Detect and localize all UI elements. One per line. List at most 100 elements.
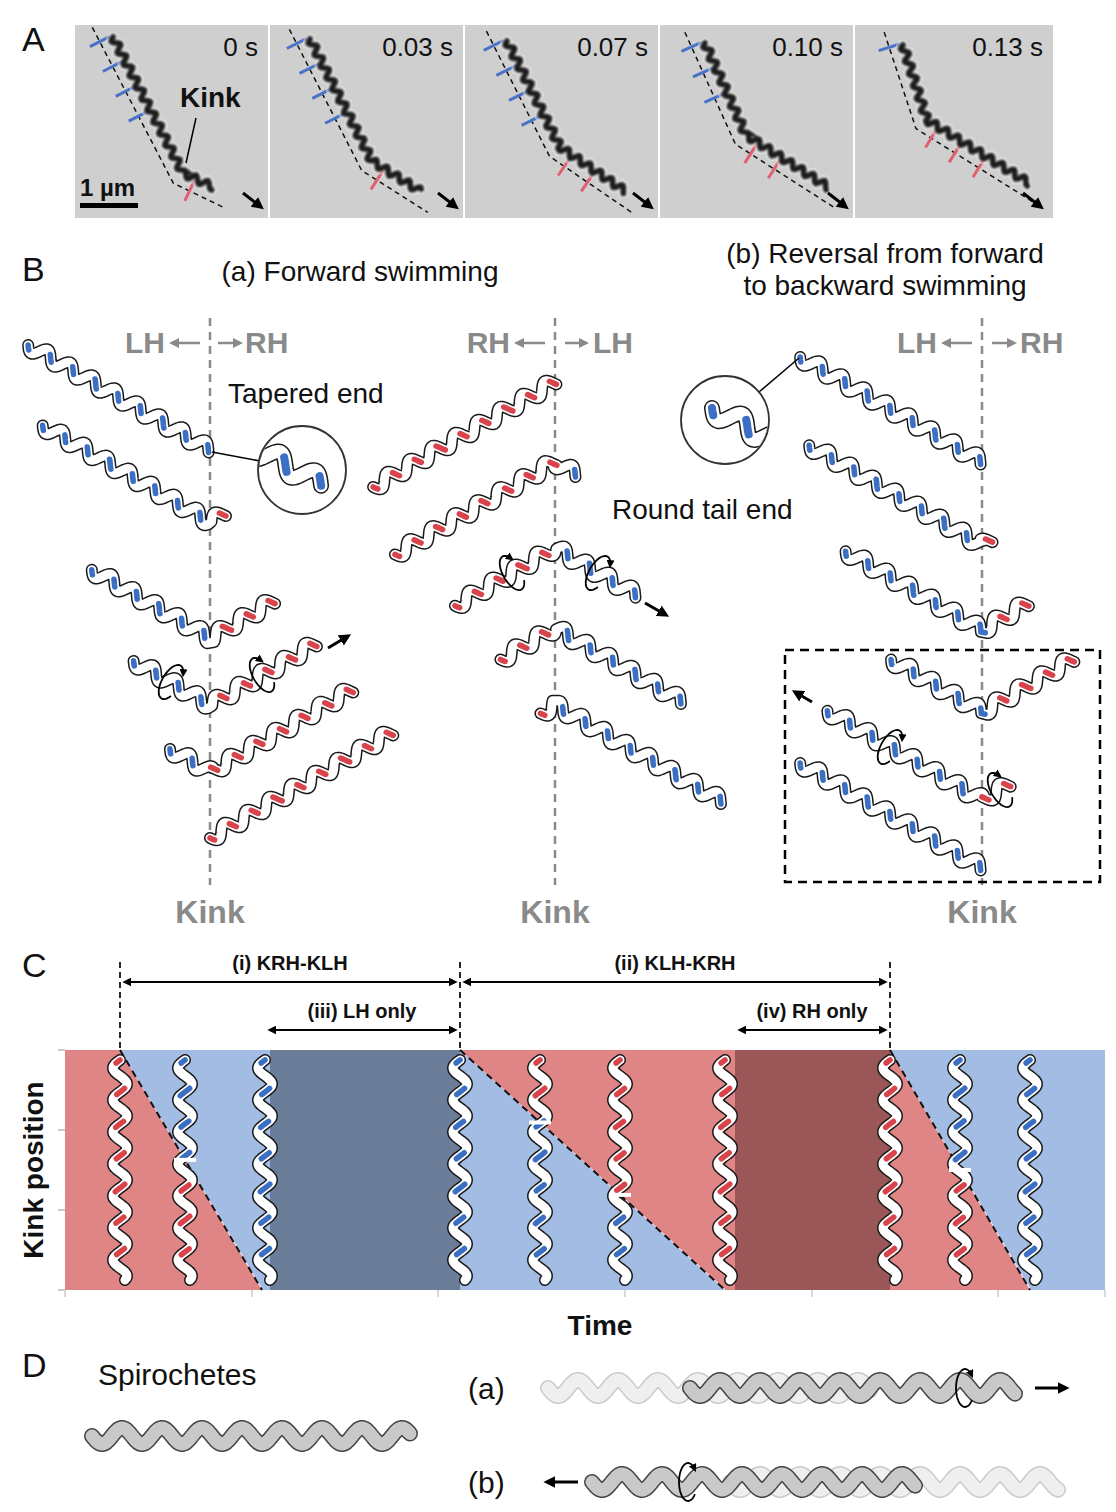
time-stamp: 0.10 s bbox=[772, 33, 843, 63]
cell-body bbox=[1023, 1060, 1037, 1280]
leader-line bbox=[212, 452, 260, 461]
helix-stripe bbox=[1046, 672, 1053, 675]
helix-stripe bbox=[110, 459, 111, 469]
cell bbox=[1023, 1060, 1037, 1280]
helix-stripe bbox=[301, 715, 308, 718]
helix-stripe bbox=[1027, 1088, 1035, 1094]
helix-stripe bbox=[319, 771, 326, 774]
helix-stripe bbox=[956, 1121, 964, 1127]
helix-stripe bbox=[536, 1218, 544, 1224]
helix-stripe bbox=[549, 381, 556, 384]
helix-stripe bbox=[260, 1184, 269, 1191]
helix-stripe bbox=[175, 682, 181, 690]
cell-outline bbox=[178, 1060, 192, 1280]
helix-stripe bbox=[1000, 616, 1007, 619]
cell-body bbox=[178, 1060, 192, 1280]
cell-outline bbox=[883, 1060, 897, 1280]
cell-body bbox=[718, 1060, 732, 1280]
helix-stripe bbox=[262, 1088, 270, 1094]
helix-stripe bbox=[536, 1249, 544, 1255]
cell-outline bbox=[533, 1060, 547, 1280]
helix-stripe bbox=[456, 1153, 464, 1159]
helix-stripe bbox=[436, 446, 445, 450]
rotation-arrow bbox=[983, 770, 1016, 811]
frame-content bbox=[287, 29, 456, 212]
helix-stripe bbox=[909, 824, 915, 832]
span-label: (iii) LH only bbox=[308, 1000, 417, 1023]
helix-stripe bbox=[937, 772, 943, 780]
helix-stripe bbox=[894, 745, 895, 755]
helix-stripe bbox=[183, 433, 189, 441]
micrograph-frame bbox=[75, 25, 268, 218]
inset-content bbox=[712, 408, 792, 459]
helix-stripe bbox=[955, 1152, 964, 1159]
arrow bbox=[172, 342, 200, 345]
bracket-line bbox=[889, 962, 891, 1050]
helix-stripe bbox=[1022, 603, 1029, 606]
helix-stripe bbox=[175, 500, 181, 508]
helix-stripe bbox=[876, 479, 877, 489]
helix-stripe bbox=[717, 796, 723, 804]
helix-stripe bbox=[500, 660, 505, 662]
helix-stripe bbox=[955, 445, 961, 453]
helix-stripe bbox=[159, 604, 160, 614]
helix-stripe bbox=[712, 408, 713, 415]
helix-stripe bbox=[222, 626, 231, 630]
helix-stripe bbox=[197, 513, 203, 521]
scale-label: 1 µm bbox=[80, 174, 135, 202]
helix-stripe bbox=[526, 475, 533, 478]
time-stamp: 0.13 s bbox=[972, 33, 1043, 63]
arrow bbox=[944, 342, 972, 345]
cell-outline bbox=[500, 627, 680, 704]
cell-halo bbox=[505, 41, 623, 193]
cell-body bbox=[891, 658, 1074, 715]
helix-stripe bbox=[261, 1217, 269, 1223]
cell-body bbox=[92, 570, 275, 643]
panel-letter: C bbox=[22, 946, 47, 985]
axis-tick bbox=[58, 1049, 65, 1051]
helix-stripe bbox=[635, 670, 636, 680]
helix-stripe bbox=[456, 1217, 464, 1223]
helix-stripe bbox=[616, 1060, 620, 1063]
panel-title: (a) Forward swimming bbox=[222, 256, 499, 288]
helix-stripe bbox=[677, 696, 683, 704]
helix-stripe bbox=[457, 1088, 465, 1094]
helix-stripe bbox=[373, 487, 378, 489]
kink-label: Kink bbox=[520, 894, 589, 931]
helix-stripe bbox=[721, 1217, 729, 1223]
arrow bbox=[1035, 1387, 1066, 1390]
helix-stripe bbox=[914, 759, 920, 767]
cell-body bbox=[809, 445, 992, 545]
helix-stripe bbox=[244, 683, 251, 686]
cell bbox=[800, 763, 980, 870]
helix-stripe bbox=[542, 552, 549, 555]
helix-stripe bbox=[1025, 1184, 1034, 1191]
helix-stripe bbox=[567, 631, 568, 641]
axis-title: Time bbox=[568, 1310, 633, 1342]
cell-body bbox=[592, 1474, 915, 1490]
handedness-label: LH bbox=[897, 326, 937, 361]
helix-stripe bbox=[181, 1249, 189, 1255]
helix-stripe bbox=[234, 755, 241, 758]
helix-stripe bbox=[616, 1121, 624, 1127]
helix-stripe bbox=[695, 784, 701, 792]
helix-stripe bbox=[956, 1185, 964, 1191]
cell bbox=[258, 1060, 272, 1280]
helix-stripe bbox=[721, 1153, 729, 1159]
cell-body bbox=[613, 1060, 627, 1280]
helix-stripe bbox=[205, 445, 211, 453]
helix-stripe bbox=[180, 1216, 189, 1223]
helix-stripe bbox=[520, 645, 527, 648]
helix-stripe bbox=[887, 1249, 895, 1255]
helix-stripe bbox=[1022, 685, 1031, 689]
time-stamp: 0.07 s bbox=[577, 33, 648, 63]
helix-stripe bbox=[436, 527, 443, 530]
helix-stripe bbox=[1026, 1121, 1034, 1127]
cell-body bbox=[533, 1060, 547, 1280]
time-stamp: 0.03 s bbox=[382, 33, 453, 63]
helix-stripe bbox=[1067, 659, 1074, 662]
cell-body bbox=[455, 546, 635, 608]
cell-outline bbox=[891, 658, 1074, 715]
inset-content bbox=[250, 446, 321, 486]
helix-stripe bbox=[955, 851, 961, 859]
